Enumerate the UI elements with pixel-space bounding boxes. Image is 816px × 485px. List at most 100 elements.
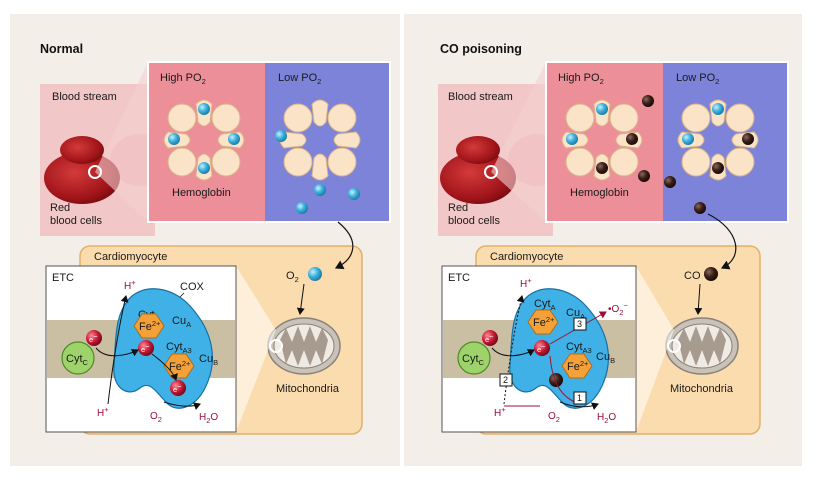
oxygen-molecule — [682, 133, 694, 145]
co-panel-title: CO poisoning — [440, 42, 522, 56]
zoom-origin-ring — [88, 165, 102, 179]
fe-label: Fe2+ — [533, 315, 555, 329]
mitochondria-label: Mitochondria — [670, 383, 734, 395]
oxygen-molecule — [168, 133, 180, 145]
red-blood-cell-small — [60, 136, 104, 164]
oxygen-molecule — [712, 103, 724, 115]
gas-label: CO — [684, 270, 701, 282]
oxygen-molecule — [198, 103, 210, 115]
cytochrome-c — [457, 341, 491, 375]
mito-zoom-ring — [667, 339, 681, 353]
step-2-marker — [499, 373, 513, 387]
hplus-bottom-label: H+ — [494, 405, 506, 419]
zoom-box-border — [147, 61, 391, 223]
o2-label: O2 — [548, 411, 560, 424]
hplus-bottom-label: H+ — [97, 405, 109, 419]
cardiomyocyte-label: Cardiomyocyte — [94, 251, 167, 263]
high-po2-label: High PO2 — [558, 72, 604, 86]
heme-a-iron — [133, 313, 165, 339]
heme-a3-iron — [561, 353, 593, 379]
heme-a-iron — [527, 309, 559, 335]
red-cells-label-2: blood cells — [448, 215, 500, 227]
oxygen-reduction-arrow — [163, 401, 201, 410]
oxygen-reduction-arrow — [559, 401, 599, 410]
co-molecule — [638, 170, 650, 182]
cyta-label: CytA — [534, 298, 556, 312]
hplus-top-label: H+ — [520, 276, 532, 290]
electron-label: e− — [141, 342, 150, 354]
normal-panel-title: Normal — [40, 42, 83, 56]
superoxide-label: •O2− — [608, 301, 628, 317]
cytochrome-c — [61, 341, 95, 375]
cardiomyocyte-label: Cardiomyocyte — [490, 251, 563, 263]
hplus-top-label: H+ — [124, 278, 136, 292]
step-3-label: 3 — [577, 319, 582, 329]
oxygen-flow-arrow — [334, 221, 354, 270]
co-to-mitochondria-arrow — [694, 283, 703, 315]
h2o-label: H2O — [199, 412, 218, 425]
etc-label: ETC — [52, 272, 74, 284]
oxygen-molecule — [348, 188, 360, 200]
oxygen-molecule — [296, 202, 308, 214]
gas-label: O2 — [286, 270, 299, 284]
fe-a3-label: Fe2+ — [567, 359, 589, 373]
oxygen-molecule — [198, 162, 210, 174]
electron — [534, 340, 550, 356]
co-molecule — [712, 162, 724, 174]
cyta3-label: CytA3 — [166, 341, 192, 355]
zoom-origin-ring — [484, 165, 498, 179]
cytc-label: CytC — [462, 353, 485, 367]
red-blood-cell-small — [456, 136, 500, 164]
oxygen-molecule — [566, 133, 578, 145]
cytc-label: CytC — [66, 353, 89, 367]
mitochondria — [267, 317, 341, 375]
co-molecule — [664, 176, 676, 188]
co-molecule — [694, 202, 706, 214]
co-molecule — [742, 133, 754, 145]
electron — [170, 380, 186, 396]
electron-path-arrow — [95, 347, 139, 357]
electron-path-arrow — [151, 353, 178, 381]
hemoglobin-label: Hemoglobin — [570, 187, 629, 199]
step-3-marker — [573, 317, 587, 331]
oxygen-molecule — [314, 184, 326, 196]
co-poisoning-panel: CO poisoning Blood stream Red blood cell… — [404, 14, 802, 466]
electron — [138, 340, 154, 356]
mitochondria — [665, 317, 739, 375]
co-molecule — [642, 95, 654, 107]
step-1-marker — [573, 391, 587, 405]
normal-panel: Normal Blood stream Red blood cells High… — [10, 14, 400, 466]
fe-a3-label: Fe2+ — [169, 359, 191, 373]
cub-label: CuB — [199, 353, 218, 367]
bound-co-molecule — [549, 373, 563, 387]
electron — [86, 330, 102, 346]
red-cells-label-2: blood cells — [50, 215, 102, 227]
h2o-label: H2O — [597, 412, 616, 425]
red-cells-label-1: Red — [50, 202, 70, 214]
cua-label: CuA — [172, 315, 191, 329]
electron-path-arrow — [491, 347, 535, 357]
proton-pump-arrow — [107, 295, 129, 405]
zoom-connector — [491, 62, 546, 222]
blood-stream-label: Blood stream — [52, 91, 117, 103]
hemoglobin-label: Hemoglobin — [172, 187, 231, 199]
cyta3-label: CytA3 — [566, 341, 592, 355]
co-molecule — [596, 162, 608, 174]
etc-label: ETC — [448, 272, 470, 284]
blood-stream-label: Blood stream — [448, 91, 513, 103]
cub-label: CuB — [596, 351, 615, 365]
mitochondria-label: Mitochondria — [276, 383, 340, 395]
oxygen-molecule — [596, 103, 608, 115]
cua-label: CuA — [566, 307, 585, 321]
electron-label: e− — [485, 332, 494, 344]
low-po2-label: Low PO2 — [676, 72, 719, 86]
step-2-label: 2 — [503, 375, 508, 385]
cox-label: COX — [180, 281, 205, 293]
co-molecule — [626, 133, 638, 145]
oxygen-to-mitochondria-arrow — [296, 283, 305, 315]
oxygen-molecule — [308, 267, 322, 281]
zoom-connector — [95, 62, 148, 222]
electron-label: e− — [537, 342, 546, 354]
fe-label: Fe2+ — [139, 319, 161, 333]
